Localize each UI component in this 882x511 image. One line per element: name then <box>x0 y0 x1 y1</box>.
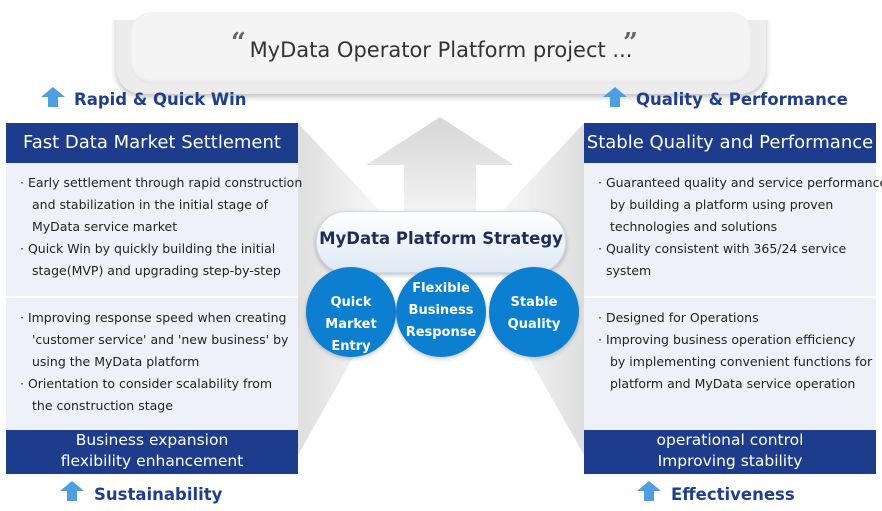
bullet-line: by implementing convenient functions for <box>610 354 873 369</box>
left-panel-body: · Early settlement through rapid constru… <box>6 163 303 430</box>
bullet-line: · Improving response speed when creating <box>20 310 287 325</box>
left-section-1: · Early settlement through rapid constru… <box>6 163 303 296</box>
right-panel-body: · Guaranteed quality and service perform… <box>584 163 882 430</box>
bullet-line: and stabilization in the initial stage o… <box>32 197 268 212</box>
right-section-2: · Designed for Operations · Improving bu… <box>584 298 876 395</box>
footer-line: Improving stability <box>657 452 803 470</box>
bullet-line: · Designed for Operations <box>598 310 759 325</box>
bullet-line: · Early settlement through rapid constru… <box>20 175 303 190</box>
bullet-line: the construction stage <box>32 398 173 413</box>
panel-divider <box>584 296 876 298</box>
footer-line: flexibility enhancement <box>60 452 244 470</box>
left-panel-title: Fast Data Market Settlement <box>6 123 298 163</box>
bullet-line: using the MyData platform <box>32 354 200 369</box>
header-rapid-quick-win: Rapid & Quick Win <box>74 90 247 109</box>
close-quote-mark: ” <box>623 28 638 58</box>
up-arrow-icon <box>60 481 84 501</box>
circle-text-line: Business <box>408 303 474 318</box>
bullet-line: technologies and solutions <box>610 219 778 234</box>
bullet-line: · Quick Win by quickly building the init… <box>20 241 276 256</box>
circle-stable-quality <box>489 267 579 357</box>
right-section-1: · Guaranteed quality and service perform… <box>584 163 882 296</box>
circle-label-flexible-business-response: Flexible Business Response <box>396 278 486 344</box>
panel-divider <box>6 296 298 298</box>
footer-line: operational control <box>656 431 804 449</box>
footer-line: Business expansion <box>75 431 229 449</box>
bullet-line: · Orientation to consider scalability fr… <box>20 376 273 391</box>
bullet-line: system <box>606 263 652 278</box>
left-panel-footer: Business expansion flexibility enhanceme… <box>6 430 298 474</box>
header-sustainability: Sustainability <box>94 485 223 504</box>
up-arrow-icon <box>603 87 627 107</box>
bullet-line: · Quality consistent with 365/24 service <box>598 241 847 256</box>
header-effectiveness: Effectiveness <box>671 485 795 504</box>
circle-text-line: Market Entry <box>325 317 377 354</box>
open-quote-mark: “ <box>231 28 246 58</box>
circle-text-line: Response <box>405 325 477 340</box>
right-panel: Stable Quality and Performance · Guarant… <box>584 123 882 474</box>
quote-bubble-inner <box>130 12 752 84</box>
bullet-line: · Guaranteed quality and service perform… <box>598 175 882 190</box>
up-arrow-icon <box>637 481 661 501</box>
circle-flexible-business-response <box>396 267 486 357</box>
circle-quick-market-entry <box>306 267 396 357</box>
up-arrow-icon <box>41 87 65 107</box>
bullet-line: by building a platform using proven <box>610 197 834 212</box>
circle-label-quick-market-entry: Quick Market Entry <box>306 292 396 358</box>
bullet-line: stage(MVP) and upgrading step-by-step <box>32 263 281 278</box>
strategy-title: MyData Platform Strategy <box>319 229 563 248</box>
circle-text-line: Stable <box>510 295 558 310</box>
circle-text-line: Flexible <box>412 281 470 296</box>
circle-text-line: Quick <box>330 295 372 310</box>
left-section-2: · Improving response speed when creating… <box>6 298 298 417</box>
bullet-line: · Improving business operation efficienc… <box>598 332 856 347</box>
right-panel-footer: operational control Improving stability <box>584 430 876 474</box>
circle-label-stable-quality: Stable Quality <box>489 292 579 336</box>
left-panel: Fast Data Market Settlement · Early sett… <box>6 123 303 474</box>
bullet-line: platform and MyData service operation <box>610 376 856 391</box>
quote-text: MyData Operator Platform project ... <box>249 38 633 62</box>
circle-text-line: Quality <box>507 317 561 332</box>
bullet-line: MyData service market <box>32 219 178 234</box>
bullet-line: 'customer service' and 'new business' by <box>32 332 289 347</box>
header-quality-performance: Quality & Performance <box>636 90 848 109</box>
right-panel-title: Stable Quality and Performance <box>584 123 876 163</box>
